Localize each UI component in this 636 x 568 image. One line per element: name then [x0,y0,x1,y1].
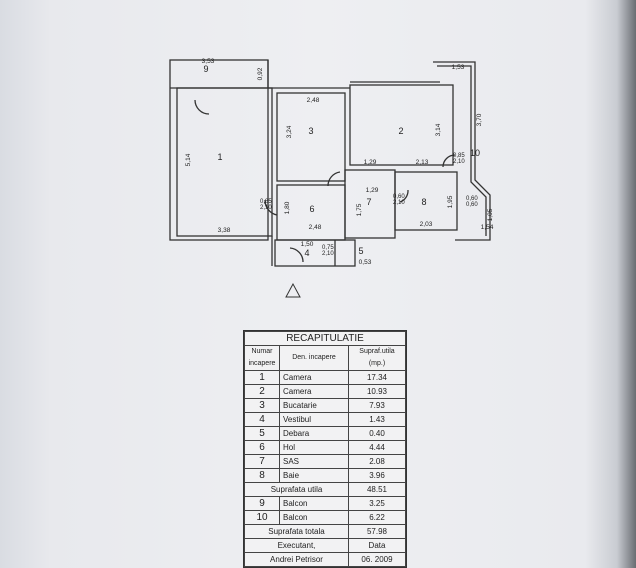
dim-label: 1,95 [447,195,454,208]
cell: 1.43 [348,412,406,427]
dim-label: 1,29 [366,187,379,194]
table-title: RECAPITULATIE [244,331,406,346]
door-label-balcony10: 0,85 2,10 [453,153,465,165]
room-number-3: 3 [308,126,313,136]
dim-label: 5,14 [185,153,192,166]
cell: 6 [244,440,280,455]
door-label-room1: 0,85 2,10 [260,199,272,211]
cell: 7.93 [348,398,406,413]
cell: Baie [279,468,349,483]
cell: Debara [279,426,349,441]
dim-label: 0,92 [257,67,264,80]
cell: Executant, [244,538,349,553]
floor-plan: 9 1 2 3 6 7 8 4 5 10 3,53 0,92 5,14 3,38… [169,58,494,298]
signature-header-row: Executant,Data [244,538,406,553]
cell: Camera [279,384,349,399]
cell: SAS [279,454,349,469]
header-area: Supraf.utila (mp.) [348,345,406,371]
cell: 4 [244,412,280,427]
cell: 17.34 [348,370,406,385]
cell: 4.44 [348,440,406,455]
cell: Suprafata totala [244,524,349,539]
door-label-vestibule: 0,75 2,10 [322,245,334,257]
cell: 3.96 [348,468,406,483]
dim-label: 3,24 [286,125,293,138]
dim-label: 1,54 [481,224,494,231]
dim-label: 1,50 [301,241,314,248]
dim-label: 3,38 [218,227,231,234]
cell: Andrei Petrisor [244,552,349,567]
cell: 10.93 [348,384,406,399]
north-arrow-icon [285,282,301,298]
cell: 0.40 [348,426,406,441]
cell: Balcon [279,496,349,511]
dim-label: 1,75 [356,203,363,216]
room-number-7: 7 [366,197,371,207]
dim-label: 2,03 [420,221,433,228]
cell: 2 [244,384,280,399]
cell: 9 [244,496,280,511]
cell: Balcon [279,510,349,525]
cell: Vestibul [279,412,349,427]
dim-label: 2,13 [416,159,429,166]
cell: 8 [244,468,280,483]
summary-table: RECAPITULATIE Numar incapere Den. incape… [243,330,407,568]
cell: 48.51 [348,482,406,497]
cell: Camera [279,370,349,385]
dim-label: 2,48 [307,97,320,104]
room-number-6: 6 [309,204,314,214]
dim-label: 0,53 [359,259,372,266]
cell: 3 [244,398,280,413]
header-number: Numar incapere [244,345,280,371]
cell: 57.98 [348,524,406,539]
dim-label: 3,14 [435,123,442,136]
window-label-balcony10: 0,60 0,60 [466,196,478,208]
dim-label: 1,53 [452,64,465,71]
room-number-10: 10 [470,148,480,158]
dim-label: 2,48 [309,224,322,231]
cell: 3.25 [348,496,406,511]
door-label-bathroom: 0,60 2,10 [393,194,405,206]
cell: 5 [244,426,280,441]
room-number-5: 5 [358,246,363,256]
room-number-9: 9 [203,64,208,74]
cell: 7 [244,454,280,469]
cell: 2.08 [348,454,406,469]
dim-label: 3,70 [476,113,483,126]
cell: Bucatarie [279,398,349,413]
header-name: Den. incapere [279,345,349,371]
dim-label: 1,80 [284,201,291,214]
cell: Suprafata utila [244,482,349,497]
room-number-8: 8 [421,197,426,207]
cell: 10 [244,510,280,525]
dim-label: 1,29 [364,159,377,166]
cell: 1 [244,370,280,385]
dim-label: 1,05 [487,208,494,221]
room-number-1: 1 [217,152,222,162]
cell: 6.22 [348,510,406,525]
room-number-4: 4 [304,248,309,258]
cell: Hol [279,440,349,455]
cell: 06. 2009 [348,552,406,567]
dim-label: 3,53 [202,58,215,65]
walls [169,59,491,267]
room-number-2: 2 [398,126,403,136]
cell: Data [348,538,406,553]
